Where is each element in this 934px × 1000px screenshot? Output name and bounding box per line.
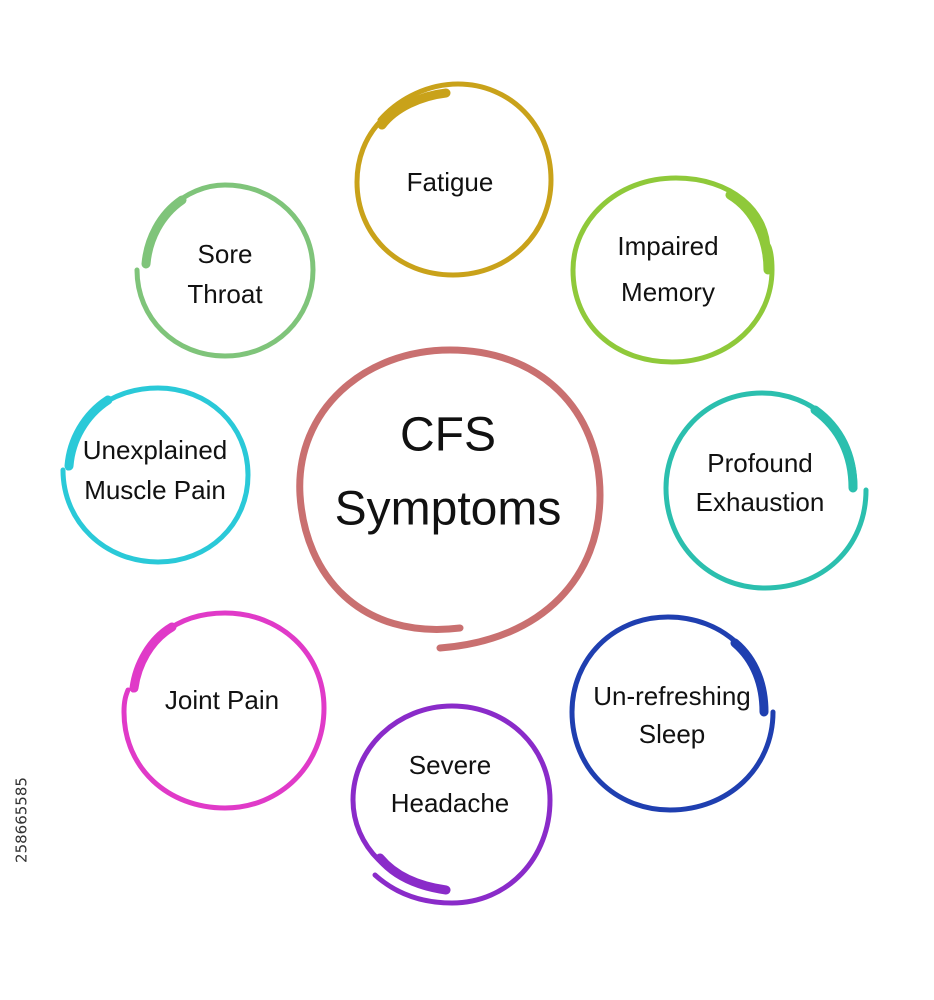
node-fatigue-ring	[354, 81, 554, 278]
node-sore-throat-label-1: Sore	[198, 239, 253, 269]
node-joint-pain: Joint Pain	[121, 610, 327, 811]
node-sore-throat-ring-accent	[141, 195, 187, 269]
node-unexplained-muscle-pain-label-2: Muscle Pain	[84, 475, 226, 505]
node-profound-exhaustion-label-2: Exhaustion	[696, 487, 825, 517]
node-fatigue-ring-accent	[377, 88, 451, 130]
node-joint-pain-ring	[121, 610, 327, 811]
center-title-line-1: CFS	[400, 409, 496, 462]
stock-image-id: 258665585	[13, 777, 31, 863]
node-profound-exhaustion-label-1: Profound	[707, 448, 813, 478]
node-profound-exhaustion: Profound Exhaustion	[663, 390, 869, 591]
node-impaired-memory-label-2: Memory	[621, 277, 715, 307]
node-profound-exhaustion-ring	[663, 390, 869, 591]
node-sore-throat-ring	[134, 182, 316, 359]
node-impaired-memory-ring-accent	[725, 190, 773, 275]
node-severe-headache-ring	[350, 703, 553, 906]
node-severe-headache-label-2: Headache	[391, 788, 510, 818]
node-unrefreshing-sleep-label-2: Sleep	[639, 719, 706, 749]
node-sore-throat: Sore Throat	[134, 182, 316, 359]
node-joint-pain-ring-accent	[129, 622, 177, 693]
node-unrefreshing-sleep-ring	[569, 614, 776, 813]
node-fatigue: Fatigue	[354, 81, 554, 278]
node-impaired-memory-label-1: Impaired	[617, 231, 718, 261]
node-unrefreshing-sleep: Un-refreshing Sleep	[569, 614, 776, 813]
center-ring	[296, 346, 604, 652]
node-impaired-memory-ring	[570, 175, 775, 365]
node-fatigue-label: Fatigue	[407, 167, 494, 197]
node-severe-headache-label-1: Severe	[409, 750, 491, 780]
center-title-line-2: Symptoms	[335, 483, 562, 536]
node-sore-throat-label-2: Throat	[187, 279, 263, 309]
node-profound-exhaustion-ring-accent	[810, 405, 858, 493]
node-joint-pain-label: Joint Pain	[165, 685, 279, 715]
center-node: CFS Symptoms	[296, 346, 604, 652]
node-unrefreshing-sleep-label-1: Un-refreshing	[593, 681, 751, 711]
node-unexplained-muscle-pain: Unexplained Muscle Pain	[60, 385, 251, 565]
node-unexplained-muscle-pain-ring-accent	[64, 395, 113, 471]
node-impaired-memory: Impaired Memory	[570, 175, 775, 365]
node-unrefreshing-sleep-ring-accent	[730, 638, 769, 717]
node-unexplained-muscle-pain-label-1: Unexplained	[83, 435, 228, 465]
node-unexplained-muscle-pain-ring	[60, 385, 251, 565]
node-severe-headache: Severe Headache	[350, 703, 553, 906]
node-severe-headache-ring-accent	[375, 853, 451, 895]
